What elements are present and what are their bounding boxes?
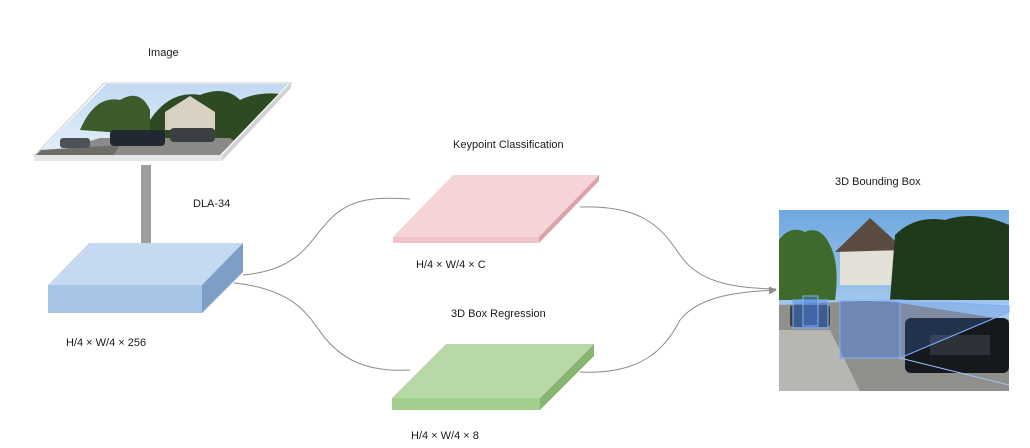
backbone-to-keypoint-connector (242, 197, 411, 276)
connectors (233, 197, 777, 373)
regression-title-label: 3D Box Regression (451, 308, 546, 320)
backbone-feature-block (48, 243, 243, 313)
keypoint-head-block (393, 175, 599, 243)
keypoint-shape-label: H/4 × W/4 × C (416, 259, 486, 271)
regression-to-output-connector (579, 286, 777, 373)
backbone-name-label: DLA-34 (193, 198, 231, 210)
regression-head-block (392, 344, 594, 410)
output-image (779, 210, 1010, 391)
keypoint-title-label: Keypoint Classification (453, 139, 564, 151)
backbone-shape-label: H/4 × W/4 × 256 (66, 337, 147, 349)
input-image-label: Image (148, 47, 179, 59)
regression-shape-label: H/4 × W/4 × 8 (411, 430, 479, 442)
output-title-label: 3D Bounding Box (835, 176, 921, 188)
input-image (32, 82, 293, 161)
keypoint-to-output-connector (579, 206, 777, 290)
backbone-to-regression-connector (233, 282, 411, 371)
